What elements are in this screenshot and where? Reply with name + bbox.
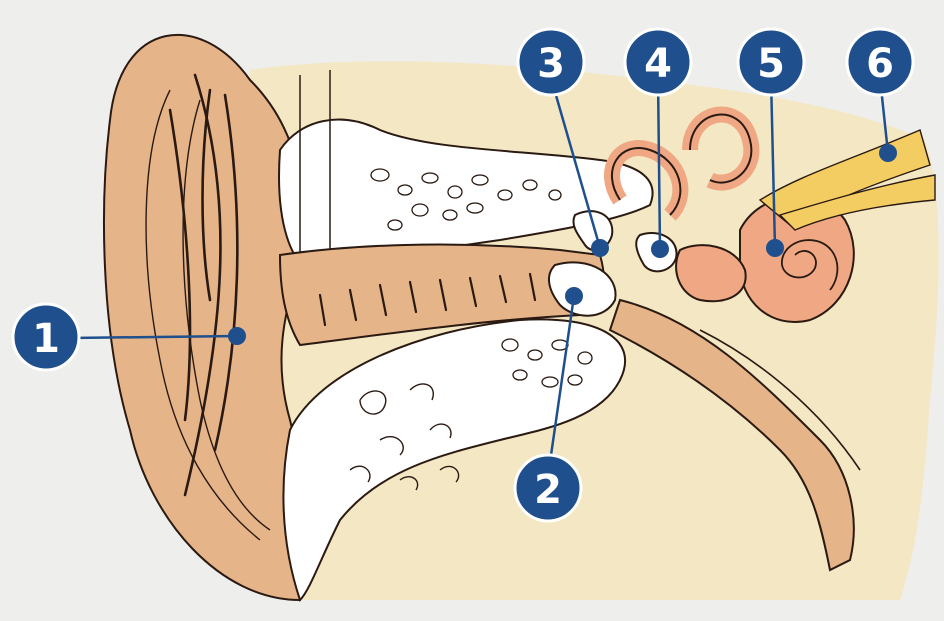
label-number-4: 4 — [644, 41, 672, 87]
label-number-2: 2 — [534, 467, 562, 513]
label-badge-1: 1 — [13, 304, 79, 370]
label-badge-4: 4 — [625, 29, 691, 95]
label-badge-2: 2 — [515, 455, 581, 521]
label-badge-5: 5 — [738, 29, 804, 95]
anchor-dot-1 — [228, 327, 246, 345]
pinna — [104, 35, 304, 600]
label-badge-6: 6 — [847, 29, 913, 95]
label-number-1: 1 — [32, 316, 60, 362]
label-number-5: 5 — [757, 41, 785, 87]
anchor-dot-4 — [651, 240, 669, 258]
anchor-dot-3 — [591, 239, 609, 257]
anchor-dot-6 — [879, 144, 897, 162]
label-number-3: 3 — [537, 41, 565, 87]
anchor-dot-2 — [565, 287, 583, 305]
anchor-dot-5 — [766, 239, 784, 257]
label-badge-3: 3 — [518, 29, 584, 95]
label-number-6: 6 — [866, 41, 894, 87]
